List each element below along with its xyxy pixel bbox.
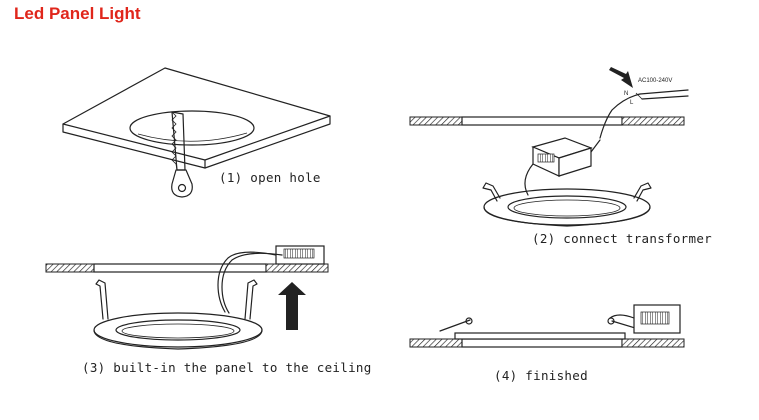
step-3-caption: (3) built-in the panel to the ceiling [82,360,372,375]
page-title: Led Panel Light [14,4,141,23]
step-1-caption: (1) open hole [219,170,321,185]
led-panel [93,279,263,350]
mains-cable [599,89,689,139]
step-2-caption: (2) connect transformer [532,231,712,246]
transformer-driver [609,304,681,334]
wire-label-n: N [624,91,628,97]
voltage-label: AC100-240V [638,78,672,84]
ceiling-board [409,116,685,126]
step-2-connect-transformer: AC100-240V N L (2) connect transformer [409,67,712,246]
up-arrow-icon [278,282,306,330]
pointer-arrow-icon [609,67,633,88]
cut-hole [129,110,255,146]
ceiling-board [409,338,685,348]
connection-wire [217,251,283,314]
ceiling-board [45,263,329,273]
installed-panel [439,317,646,340]
step-3-built-in-panel: (3) built-in the panel to the ceiling [45,245,372,375]
hole-saw-icon [171,111,193,198]
output-wire [524,163,534,196]
led-panel-angled [482,182,652,227]
wire-label-l: L [630,100,634,106]
transformer-driver [531,137,601,177]
ceiling-tile [62,67,331,169]
step-4-finished: (4) finished [409,304,685,383]
transformer-driver [275,245,325,265]
step-1-open-hole: (1) open hole [62,67,331,198]
step-4-caption: (4) finished [494,368,588,383]
